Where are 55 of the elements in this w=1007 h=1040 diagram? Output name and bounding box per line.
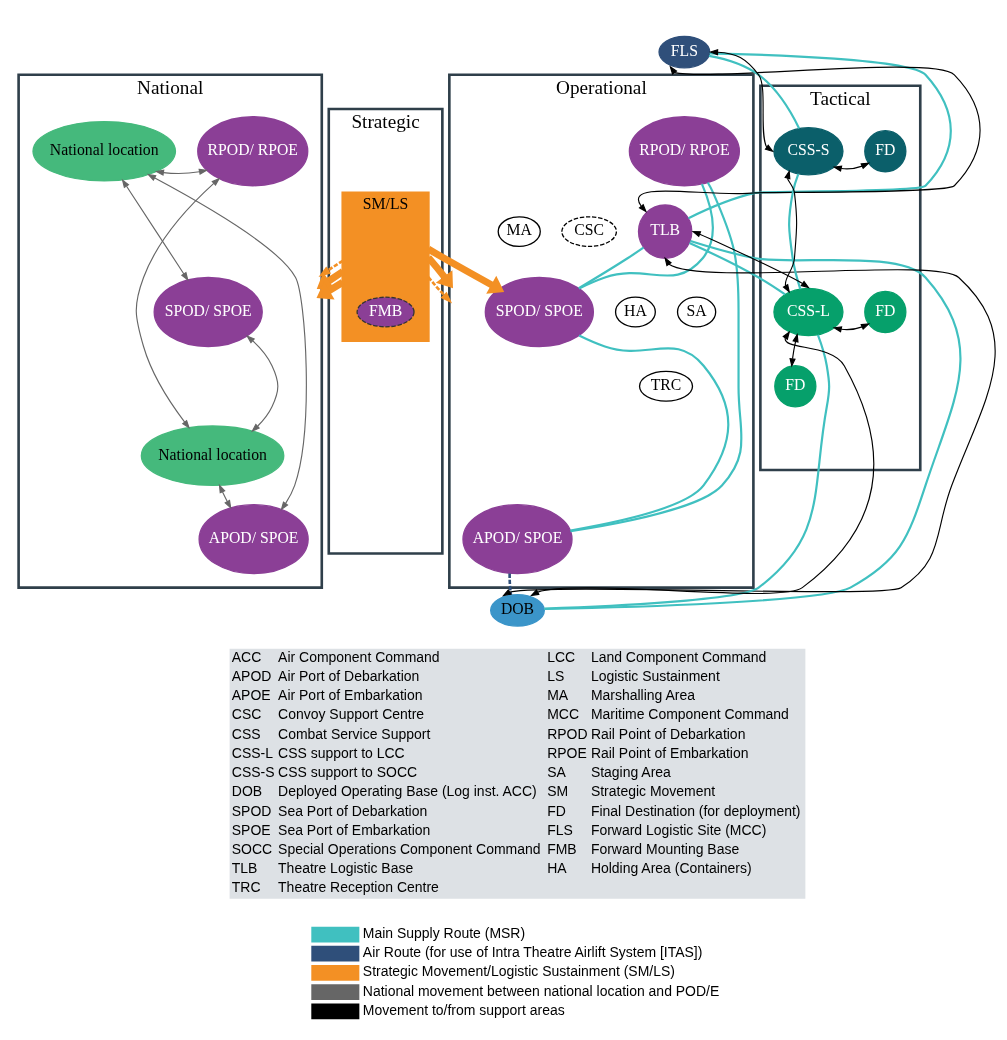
- label: CSS support to LCC: [278, 744, 405, 761]
- label: LCC: [547, 648, 576, 665]
- label: RPOE: [547, 744, 587, 761]
- label: LS: [547, 667, 565, 684]
- label: Air Port of Debarkation: [278, 667, 420, 684]
- legend-label: Air Route (for use of Intra Theatre Airlift System [ITAS]): [362, 943, 703, 960]
- label: Rail Point of Debarkation: [590, 725, 746, 742]
- label: Forward Mounting Base: [590, 840, 740, 857]
- label: Sea Port of Embarkation: [278, 821, 431, 838]
- label: Marshalling Area: [590, 686, 695, 703]
- label: Special Operations Component Command: [278, 840, 541, 857]
- label: SPOE: [231, 821, 271, 838]
- label: Rail Point of Embarkation: [590, 744, 749, 761]
- label: Convoy Support Centre: [278, 705, 425, 722]
- label: FMB: [547, 840, 577, 857]
- label: Combat Service Support: [278, 725, 431, 742]
- label: CSS: [231, 725, 261, 742]
- label: Maritime Component Command: [590, 705, 789, 722]
- label: CSS-L: [231, 744, 273, 761]
- label: TRC: [231, 878, 261, 895]
- label: Sea Port of Debarkation: [278, 802, 428, 819]
- label: Final Destination (for deployment): [590, 802, 801, 819]
- label: APOD: [231, 667, 272, 684]
- label: CSS support to SOCC: [278, 763, 418, 780]
- legend-label: National movement between national location and POD/E: [362, 982, 720, 998]
- label: RPOD: [547, 725, 588, 742]
- label: Theatre Reception Centre: [278, 878, 439, 895]
- label: SPOD: [231, 802, 272, 819]
- label: SOCC: [231, 840, 273, 857]
- label: ACC: [231, 648, 262, 665]
- label: Air Port of Embarkation: [278, 686, 423, 703]
- label: SA: [547, 763, 566, 780]
- label: APOE: [231, 686, 271, 703]
- label: FD: [547, 802, 566, 819]
- label: Forward Logistic Site (MCC): [590, 821, 767, 838]
- legend-label: Strategic Movement/Logistic Sustainment (SM/LS): [362, 962, 675, 979]
- label: TLB: [231, 859, 258, 876]
- label: Strategic Movement: [590, 782, 716, 799]
- label: HA: [547, 859, 567, 876]
- label: MA: [547, 686, 569, 703]
- label: Staging Area: [590, 763, 671, 780]
- label: DOB: [231, 782, 263, 799]
- legend-label: Movement to/from support areas: [362, 1001, 565, 1018]
- label: Land Component Command: [590, 648, 767, 665]
- legend-label: Main Supply Route (MSR): [362, 924, 526, 941]
- label: CSS-S: [231, 763, 275, 780]
- label: Air Component Command: [278, 648, 440, 665]
- label: FLS: [547, 821, 573, 838]
- label: Deployed Operating Base (Log inst. ACC): [278, 782, 537, 799]
- label: Holding Area (Containers): [590, 859, 752, 876]
- label: MCC: [547, 705, 580, 722]
- label: Theatre Logistic Base: [278, 859, 414, 876]
- label: CSC: [231, 705, 262, 722]
- label: SM: [547, 782, 569, 799]
- label: Logistic Sustainment: [590, 667, 720, 684]
